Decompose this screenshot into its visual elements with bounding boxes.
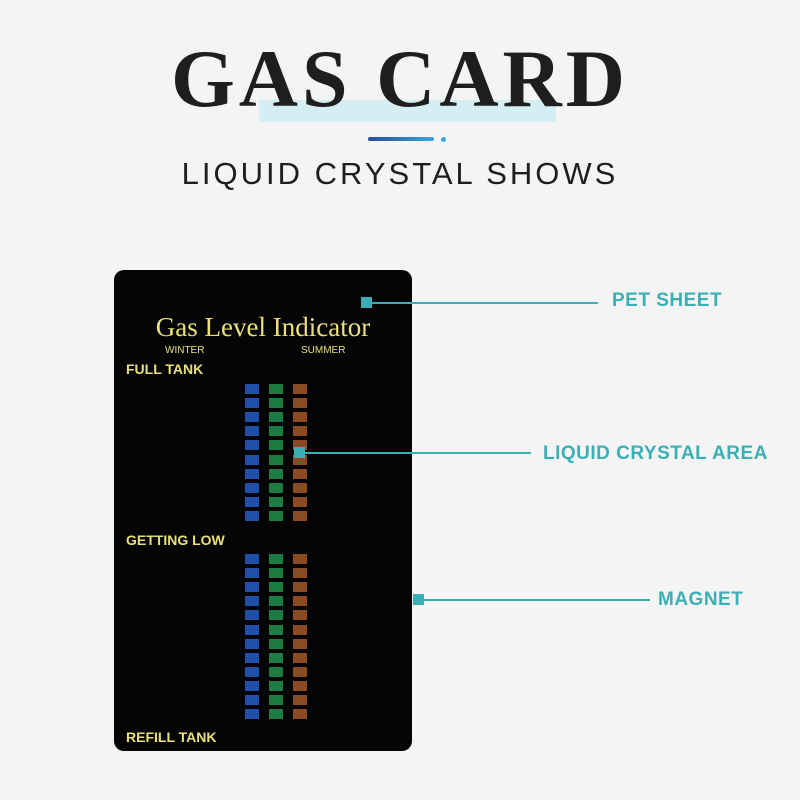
gas-card: [114, 270, 412, 751]
crystal-square-upper-r8-c1: [245, 483, 259, 493]
season-summer-label: SUMMER: [301, 345, 346, 356]
magnet-marker: [413, 594, 424, 605]
crystal-square-upper-r4-c2: [269, 426, 283, 436]
crystal-square-lower-r4-c3: [293, 596, 307, 606]
crystal-square-upper-r1-c2: [269, 384, 283, 394]
crystal-square-lower-r8-c3: [293, 653, 307, 663]
crystal-square-upper-r7-c3: [293, 469, 307, 479]
crystal-square-upper-r2-c3: [293, 398, 307, 408]
crystal-square-upper-r1-c1: [245, 384, 259, 394]
crystal-square-lower-r8-c2: [269, 653, 283, 663]
crystal-square-lower-r2-c2: [269, 568, 283, 578]
crystal-square-lower-r4-c2: [269, 596, 283, 606]
crystal-square-lower-r2-c1: [245, 568, 259, 578]
page-subtitle: LIQUID CRYSTAL SHOWS: [181, 156, 619, 191]
pet-sheet-marker: [361, 297, 372, 308]
crystal-square-lower-r5-c1: [245, 610, 259, 620]
crystal-square-lower-r11-c3: [293, 695, 307, 705]
crystal-square-upper-r6-c3: [293, 455, 307, 465]
crystal-square-lower-r7-c1: [245, 639, 259, 649]
crystal-square-upper-r5-c2: [269, 440, 283, 450]
crystal-square-lower-r6-c1: [245, 625, 259, 635]
crystal-square-lower-r5-c2: [269, 610, 283, 620]
crystal-square-upper-r3-c1: [245, 412, 259, 422]
pet-sheet-callout: PET SHEET: [612, 290, 723, 311]
crystal-square-lower-r3-c2: [269, 582, 283, 592]
crystal-square-upper-r10-c3: [293, 511, 307, 521]
liquid-crystal-leader: [305, 452, 531, 454]
crystal-square-lower-r2-c3: [293, 568, 307, 578]
crystal-square-lower-r1-c2: [269, 554, 283, 564]
crystal-square-lower-r8-c1: [245, 653, 259, 663]
crystal-square-lower-r9-c1: [245, 667, 259, 677]
crystal-square-upper-r9-c1: [245, 497, 259, 507]
magnet-callout: MAGNET: [658, 589, 744, 610]
crystal-square-upper-r7-c1: [245, 469, 259, 479]
crystal-square-upper-r9-c3: [293, 497, 307, 507]
crystal-square-upper-r10-c1: [245, 511, 259, 521]
magnet-leader: [424, 599, 650, 601]
crystal-square-lower-r10-c2: [269, 681, 283, 691]
crystal-square-lower-r3-c3: [293, 582, 307, 592]
crystal-square-lower-r9-c3: [293, 667, 307, 677]
full-tank-label: FULL TANK: [126, 361, 204, 377]
season-winter-label: WINTER: [165, 345, 205, 356]
title-highlight: [259, 100, 556, 122]
crystal-square-upper-r3-c2: [269, 412, 283, 422]
crystal-square-lower-r4-c1: [245, 596, 259, 606]
card-title: Gas Level Indicator: [155, 312, 371, 342]
crystal-square-upper-r8-c3: [293, 483, 307, 493]
crystal-square-upper-r7-c2: [269, 469, 283, 479]
crystal-square-lower-r7-c3: [293, 639, 307, 649]
liquid-crystal-callout: LIQUID CRYSTAL AREA: [543, 443, 768, 464]
pet-sheet-leader: [372, 302, 598, 304]
crystal-square-lower-r1-c1: [245, 554, 259, 564]
crystal-square-upper-r2-c1: [245, 398, 259, 408]
crystal-square-lower-r11-c2: [269, 695, 283, 705]
divider-dot: [441, 137, 446, 142]
crystal-square-lower-r3-c1: [245, 582, 259, 592]
crystal-square-upper-r5-c3: [293, 440, 307, 450]
crystal-square-lower-r10-c1: [245, 681, 259, 691]
crystal-square-upper-r3-c3: [293, 412, 307, 422]
crystal-square-upper-r1-c3: [293, 384, 307, 394]
crystal-square-lower-r1-c3: [293, 554, 307, 564]
crystal-square-upper-r4-c1: [245, 426, 259, 436]
crystal-square-lower-r9-c2: [269, 667, 283, 677]
crystal-square-lower-r12-c1: [245, 709, 259, 719]
crystal-square-lower-r5-c3: [293, 610, 307, 620]
getting-low-label: GETTING LOW: [126, 532, 225, 548]
crystal-square-upper-r9-c2: [269, 497, 283, 507]
crystal-square-upper-r10-c2: [269, 511, 283, 521]
liquid-crystal-marker: [294, 447, 305, 458]
crystal-square-upper-r2-c2: [269, 398, 283, 408]
crystal-square-lower-r6-c2: [269, 625, 283, 635]
crystal-square-lower-r7-c2: [269, 639, 283, 649]
crystal-square-upper-r5-c1: [245, 440, 259, 450]
crystal-square-lower-r6-c3: [293, 625, 307, 635]
page-title: GAS CARD: [171, 33, 629, 124]
refill-tank-label: REFILL TANK: [126, 729, 217, 745]
divider-bar: [368, 137, 434, 141]
crystal-square-lower-r12-c2: [269, 709, 283, 719]
crystal-square-upper-r6-c1: [245, 455, 259, 465]
crystal-square-upper-r8-c2: [269, 483, 283, 493]
crystal-square-lower-r10-c3: [293, 681, 307, 691]
crystal-square-lower-r11-c1: [245, 695, 259, 705]
crystal-square-upper-r6-c2: [269, 455, 283, 465]
crystal-square-lower-r12-c3: [293, 709, 307, 719]
crystal-square-upper-r4-c3: [293, 426, 307, 436]
